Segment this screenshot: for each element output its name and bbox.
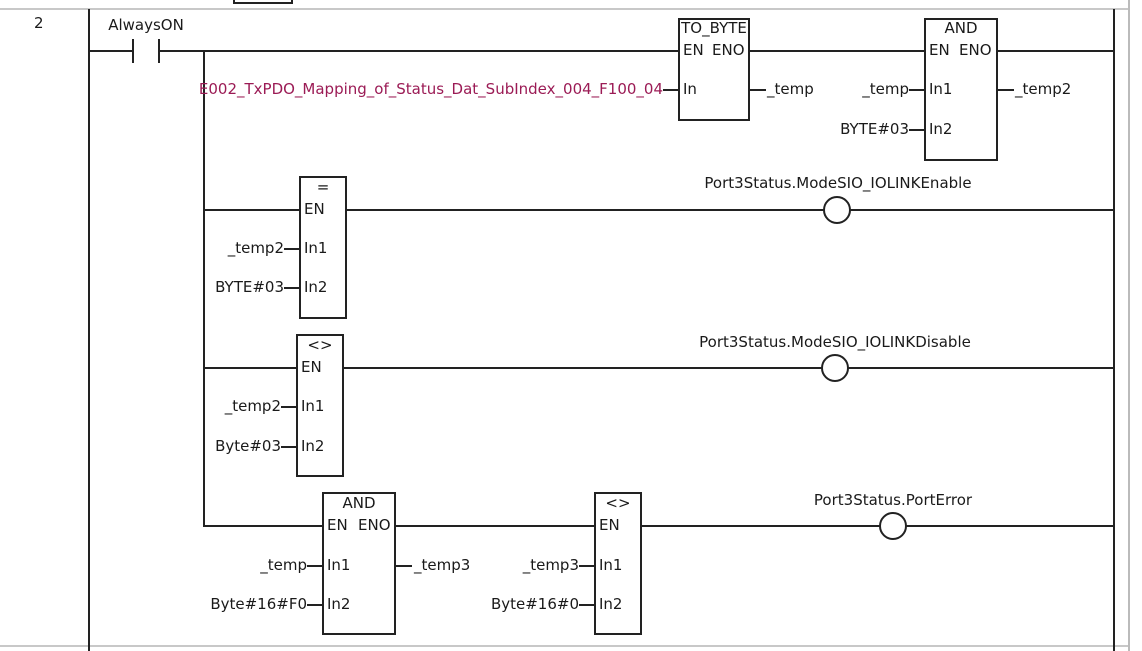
and-block-1-en-pin: EN <box>929 41 950 59</box>
port-error-compare-in1-pin: In1 <box>599 556 623 574</box>
bottom-separator <box>0 645 1130 647</box>
port-error-compare-title: <> <box>605 494 631 512</box>
row2-coil-wire <box>347 209 1114 211</box>
and-block-1-title: AND <box>944 19 978 37</box>
and-block-1[interactable] <box>924 18 998 161</box>
to-byte-in-wire <box>663 89 680 91</box>
to-byte-input-variable[interactable]: E002_TxPDO_Mapping_of_Status_Dat_SubInde… <box>198 80 663 98</box>
coil-mode-enable-label[interactable]: Port3Status.ModeSIO_IOLINKEnable <box>704 174 972 192</box>
rail-to-contact-wire <box>89 50 132 52</box>
top-separator <box>0 8 1130 10</box>
and-block-2-en-pin: EN <box>327 516 348 534</box>
and-block-1-in1-pin: In1 <box>929 80 953 98</box>
and-block-1-in2-wire <box>909 129 925 131</box>
and-block-1-eno-pin: ENO <box>959 41 992 59</box>
equal-compare-in2-wire <box>284 287 300 289</box>
not-equal-compare-block[interactable] <box>296 334 344 477</box>
row4-en-wire <box>204 525 324 527</box>
port-error-compare-input2[interactable]: Byte#16#0 <box>490 595 579 613</box>
contact-output-wire <box>159 50 680 52</box>
equal-compare-in1-pin: In1 <box>304 239 328 257</box>
and-block-1-eno-wire <box>998 50 1114 52</box>
and-block-2-eno-wire <box>396 525 596 527</box>
row2-en-wire <box>204 209 300 211</box>
and-block-2-input2[interactable]: Byte#16#F0 <box>210 595 307 613</box>
equal-compare-block[interactable] <box>299 176 347 319</box>
previous-rung-box-stub <box>233 0 293 4</box>
rung-number-separator <box>88 9 90 651</box>
not-equal-compare-in2-pin: In2 <box>301 437 325 455</box>
and-block-2-output[interactable]: _temp3 <box>414 556 471 574</box>
not-equal-compare-title: <> <box>307 336 333 354</box>
not-equal-compare-in1-wire <box>281 406 297 408</box>
right-window-edge <box>1128 0 1130 651</box>
not-equal-compare-in1-pin: In1 <box>301 397 325 415</box>
branch-vertical-wire <box>203 50 205 527</box>
not-equal-compare-input1[interactable]: _temp2 <box>224 397 281 415</box>
and-block-1-input1[interactable]: _temp <box>862 80 909 98</box>
right-power-rail <box>1113 9 1115 651</box>
to-byte-out-wire <box>750 89 766 91</box>
row4-coil-wire <box>642 525 1114 527</box>
not-equal-compare-input2[interactable]: Byte#03 <box>215 437 281 455</box>
port-error-compare-in2-pin: In2 <box>599 595 623 613</box>
coil-mode-enable[interactable] <box>823 196 851 224</box>
contact-left-bar[interactable] <box>132 39 134 63</box>
and-block-2-in1-wire <box>307 565 323 567</box>
contact-label: AlwaysON <box>108 16 184 34</box>
not-equal-compare-en-pin: EN <box>301 358 322 376</box>
and-block-2-in1-pin: In1 <box>327 556 351 574</box>
coil-mode-disable[interactable] <box>821 354 849 382</box>
and-block-2[interactable] <box>322 492 396 635</box>
equal-compare-en-pin: EN <box>304 200 325 218</box>
and-block-1-in2-pin: In2 <box>929 120 953 138</box>
to-byte-title: TO_BYTE <box>681 19 747 37</box>
and-block-1-out-wire <box>998 89 1014 91</box>
coil-port-error-label[interactable]: Port3Status.PortError <box>813 491 973 509</box>
and-block-1-input2[interactable]: BYTE#03 <box>840 120 909 138</box>
port-error-compare-block[interactable] <box>594 492 642 635</box>
port-error-compare-input1[interactable]: _temp3 <box>522 556 579 574</box>
to-byte-eno-pin: ENO <box>712 41 745 59</box>
port-error-compare-in2-wire <box>579 604 595 606</box>
to-byte-en-pin: EN <box>683 41 704 59</box>
and-block-1-output[interactable]: _temp2 <box>1015 80 1072 98</box>
to-byte-block[interactable] <box>678 18 750 121</box>
equal-compare-in2-pin: In2 <box>304 278 328 296</box>
row3-coil-wire <box>344 367 1114 369</box>
row3-en-wire <box>204 367 297 369</box>
equal-compare-input1[interactable]: _temp2 <box>227 239 284 257</box>
and-block-2-input1[interactable]: _temp <box>260 556 307 574</box>
to-byte-eno-wire <box>750 50 925 52</box>
coil-mode-disable-label[interactable]: Port3Status.ModeSIO_IOLINKDisable <box>699 333 971 351</box>
to-byte-output-variable[interactable]: _temp <box>767 80 814 98</box>
and-block-2-in2-wire <box>307 604 323 606</box>
rung-number: 2 <box>34 14 44 32</box>
and-block-2-eno-pin: ENO <box>358 516 391 534</box>
and-block-2-in2-pin: In2 <box>327 595 351 613</box>
and-block-2-title: AND <box>342 494 376 512</box>
to-byte-in-pin: In <box>683 80 697 98</box>
and-block-1-in1-wire <box>909 89 925 91</box>
equal-compare-in1-wire <box>284 248 300 250</box>
and-block-2-out-wire <box>396 565 412 567</box>
port-error-compare-in1-wire <box>579 565 595 567</box>
port-error-compare-en-pin: EN <box>599 516 620 534</box>
coil-port-error[interactable] <box>879 512 907 540</box>
not-equal-compare-in2-wire <box>281 446 297 448</box>
equal-compare-input2[interactable]: BYTE#03 <box>215 278 284 296</box>
equal-compare-title: = <box>316 178 330 196</box>
